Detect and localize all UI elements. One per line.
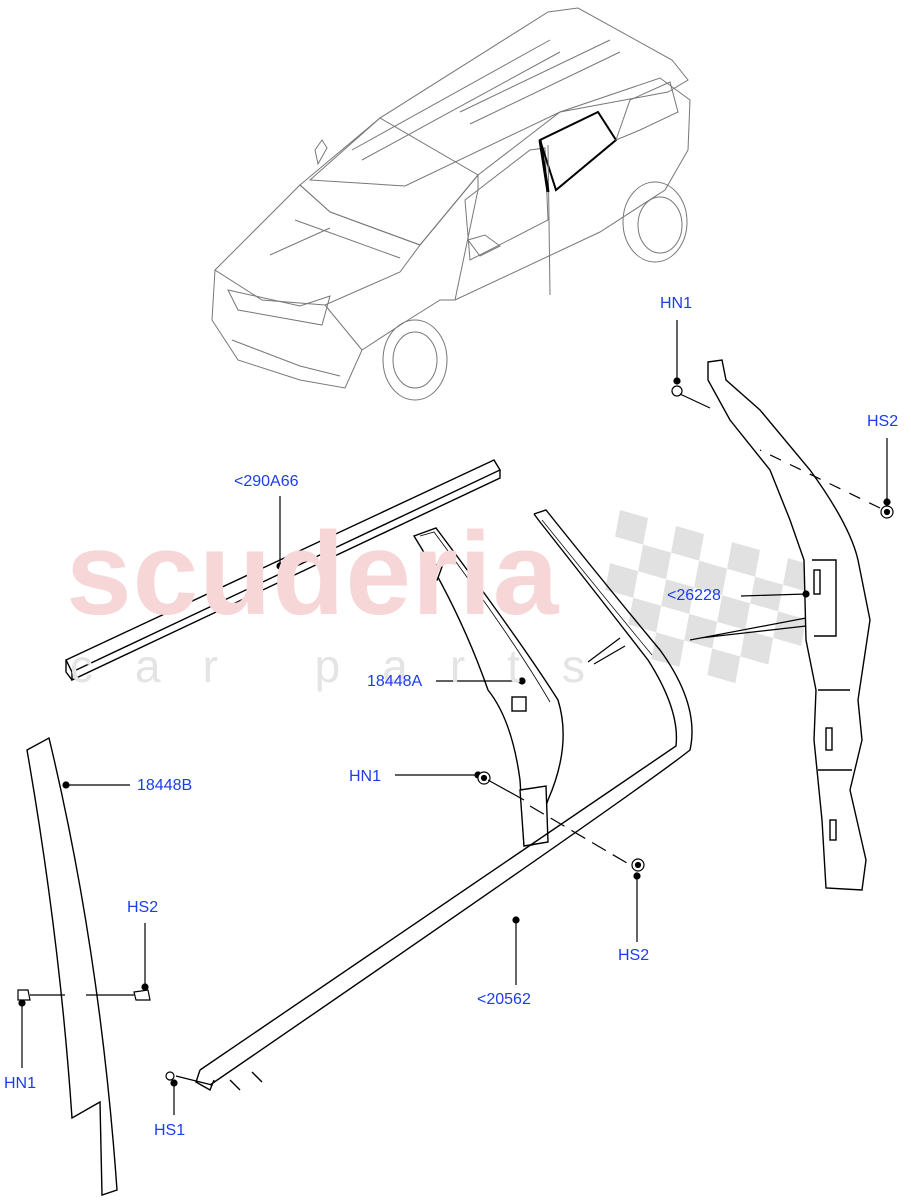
leader-lines <box>18 320 893 1115</box>
callout-fastener-hs1[interactable]: HS1 <box>154 1122 186 1139</box>
callout-fastener-hn1-left[interactable]: HN1 <box>4 1075 37 1092</box>
part-290A66-strip <box>66 460 500 680</box>
callout-part-18448B[interactable]: 18448B <box>137 777 193 794</box>
part-18448B-finisher <box>27 738 117 1195</box>
vehicle-overview-illustration <box>212 8 690 400</box>
callout-part-290A66[interactable]: <290A66 <box>234 473 299 490</box>
callout-fastener-hs2-left[interactable]: HS2 <box>127 899 159 916</box>
part-20562-channel <box>196 510 692 1090</box>
callout-fastener-hs2-top[interactable]: HS2 <box>867 413 899 430</box>
callout-part-26228[interactable]: <26228 <box>667 587 721 604</box>
callout-fastener-hn1-mid[interactable]: HN1 <box>349 768 382 785</box>
callout-part-20562[interactable]: <20562 <box>477 991 531 1008</box>
callout-fastener-hs2-mid[interactable]: HS2 <box>618 947 650 964</box>
callout-part-18448A[interactable]: 18448A <box>367 673 423 690</box>
checkered-flag-watermark <box>605 510 816 684</box>
part-18448A-trim <box>414 528 563 846</box>
callout-fastener-hn1-top[interactable]: HN1 <box>660 295 693 312</box>
